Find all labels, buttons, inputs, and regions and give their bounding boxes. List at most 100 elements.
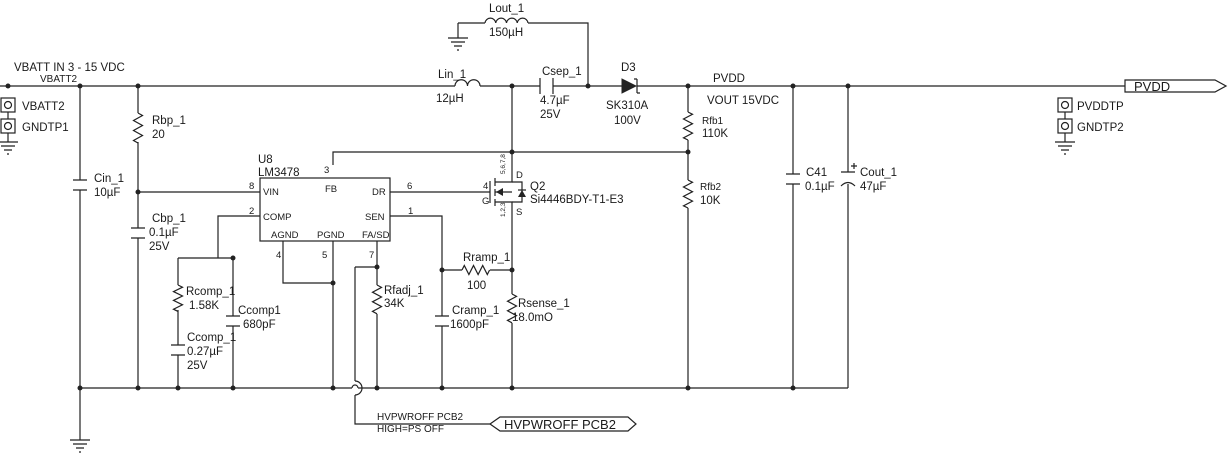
ccomp-value: 0.27µF bbox=[187, 346, 223, 358]
ground-icon bbox=[448, 37, 468, 51]
cout-value: 47µF bbox=[860, 181, 886, 193]
resistor-rcomp-icon bbox=[172, 284, 184, 312]
ic-u8-body bbox=[259, 177, 391, 242]
ic-ref: U8 bbox=[258, 154, 273, 166]
q2-source-label: S bbox=[516, 207, 522, 218]
ic-pinnum-fb: 3 bbox=[324, 165, 329, 176]
rramp-ref: Rramp_1 bbox=[463, 252, 510, 264]
ground-icon bbox=[0, 141, 18, 155]
rcomp-ref: Rcomp_1 bbox=[186, 286, 235, 298]
ic-pinnum-agnd: 4 bbox=[276, 250, 281, 261]
q2-pin4-label: 4 bbox=[483, 181, 488, 192]
csep-rating: 25V bbox=[540, 109, 561, 121]
cin-ref: Cin_1 bbox=[94, 173, 124, 185]
resistor-rbp-icon bbox=[132, 112, 144, 144]
rcomp-value: 1.58K bbox=[189, 300, 219, 312]
resistor-rsense-icon bbox=[506, 293, 518, 324]
testpoint-vbatt2-icon bbox=[0, 97, 16, 113]
ic-pin-vin: VIN bbox=[263, 187, 279, 198]
ic-pin-sen: SEN bbox=[365, 212, 385, 223]
capacitor-ccomp1-icon bbox=[226, 315, 240, 327]
d3-ref: D3 bbox=[621, 62, 636, 74]
ic-pin-agnd: AGND bbox=[271, 230, 299, 241]
port-hvpwroff-label: HVPWROFF PCB2 bbox=[504, 417, 616, 432]
ic-pin-comp: COMP bbox=[263, 212, 292, 223]
ic-pinnum-dr: 6 bbox=[407, 181, 412, 192]
lin-ref: Lin_1 bbox=[438, 69, 466, 81]
rbp-value: 20 bbox=[152, 129, 165, 141]
tp-vbatt2-label: VBATT2 bbox=[22, 101, 65, 113]
cbp-value: 0.1µF bbox=[149, 227, 179, 239]
cbp-ref: Cbp_1 bbox=[152, 213, 186, 225]
ccomp1-value: 680pF bbox=[243, 319, 276, 331]
ground-icon bbox=[1055, 141, 1075, 155]
port-pvdd-label: PVDD bbox=[1134, 79, 1170, 94]
ic-pin-dr: DR bbox=[372, 187, 386, 198]
q2-drain-pins: 5,6,7,8 bbox=[500, 154, 507, 174]
net-vbatt2: VBATT2 bbox=[40, 74, 77, 85]
net-pvdd: PVDD bbox=[713, 73, 745, 85]
rfb1-value: 110K bbox=[702, 128, 728, 140]
diode-d3-icon bbox=[621, 78, 640, 94]
ground-icon bbox=[70, 439, 90, 453]
cramp-ref: Cramp_1 bbox=[452, 305, 499, 317]
capacitor-cbp-icon bbox=[131, 227, 145, 239]
tp-gndtp2-label: GNDTP2 bbox=[1077, 122, 1124, 134]
port-hvpwroff: HVPWROFF PCB2 bbox=[488, 416, 637, 432]
capacitor-cout-polarized-icon bbox=[840, 163, 857, 187]
net-hvpwroff: HVPWROFF PCB2 bbox=[377, 412, 464, 423]
ic-pinnum-sen: 1 bbox=[408, 206, 413, 217]
capacitor-ccomp-icon bbox=[171, 344, 185, 356]
testpoint-gndtp2-icon bbox=[1057, 118, 1073, 134]
net-vbatt-in: VBATT IN 3 - 15 VDC bbox=[14, 62, 125, 74]
q2-drain-label: D bbox=[516, 170, 523, 181]
ccomp-rating: 25V bbox=[187, 360, 208, 372]
rfb1-ref: Rfb1 bbox=[702, 116, 724, 127]
wire-crossover bbox=[351, 380, 363, 396]
ic-pin-fb: FB bbox=[325, 184, 337, 195]
tp-gndtp1-label: GNDTP1 bbox=[22, 122, 69, 134]
net-vout: VOUT 15VDC bbox=[707, 95, 779, 107]
testpoint-pvddtp-icon bbox=[1057, 97, 1073, 113]
port-pvdd: PVDD bbox=[1124, 79, 1228, 94]
rfadj-ref: Rfadj_1 bbox=[384, 285, 424, 297]
inductor-lout-icon bbox=[484, 17, 529, 24]
q2-part: Si4446BDY-T1-E3 bbox=[530, 194, 624, 206]
resistor-rramp-icon bbox=[461, 264, 491, 276]
csep-ref: Csep_1 bbox=[542, 66, 582, 78]
resistor-rfb1-icon bbox=[682, 111, 694, 141]
csep-value: 4.7µF bbox=[540, 95, 570, 107]
rramp-value: 100 bbox=[467, 280, 486, 292]
d3-rating: 100V bbox=[614, 115, 641, 127]
rfb2-ref: Rfb2 bbox=[700, 182, 722, 193]
c41-ref: C41 bbox=[806, 167, 827, 179]
rbp-ref: Rbp_1 bbox=[152, 115, 186, 127]
junctions bbox=[5, 83, 851, 391]
capacitor-cin-icon bbox=[73, 179, 87, 191]
cin-value: 10µF bbox=[94, 187, 120, 199]
cout-ref: Cout_1 bbox=[860, 167, 897, 179]
cramp-value: 1600pF bbox=[450, 319, 489, 331]
tp-pvddtp-label: PVDDTP bbox=[1077, 101, 1124, 113]
resistor-rfadj-icon bbox=[371, 284, 383, 315]
c41-value: 0.1µF bbox=[805, 181, 835, 193]
rfb2-value: 10K bbox=[700, 195, 721, 207]
resistor-rfb2-icon bbox=[682, 179, 694, 209]
d3-part: SK310A bbox=[606, 100, 649, 112]
capacitor-csep-icon bbox=[539, 78, 554, 94]
ic-pin-fasd: FA/SD bbox=[362, 230, 390, 241]
cbp-rating: 25V bbox=[149, 241, 170, 253]
capacitor-cramp-icon bbox=[435, 315, 449, 327]
ic-pinnum-fasd: 7 bbox=[369, 250, 374, 261]
wires bbox=[0, 22, 1125, 440]
rsense-ref: Rsense_1 bbox=[518, 298, 570, 310]
ic-pinnum-pgnd: 5 bbox=[322, 250, 327, 261]
ccomp-ref: Ccomp_1 bbox=[187, 332, 236, 344]
rsense-value: 18.0mO bbox=[512, 312, 553, 324]
q2-source-pins: 1,2,3 bbox=[500, 202, 507, 217]
lin-value: 12µH bbox=[436, 93, 464, 105]
testpoint-gndtp1-icon bbox=[0, 118, 16, 134]
ic-pin-pgnd: PGND bbox=[317, 230, 345, 241]
q2-ref: Q2 bbox=[530, 181, 545, 193]
